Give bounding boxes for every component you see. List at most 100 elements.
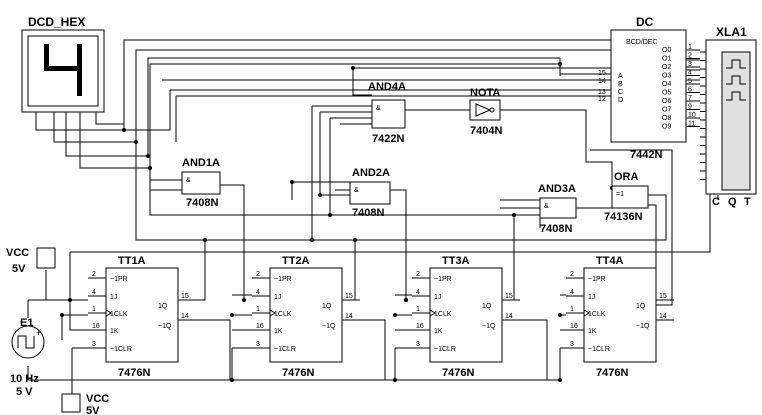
ff-pin-number: 16 [416, 323, 424, 330]
ff-pin-number: 3 [570, 341, 574, 348]
decoder-name: DC [636, 15, 654, 29]
ff-pin-label: 1CLK [110, 311, 128, 318]
and3a-type: 7408N [540, 223, 572, 235]
junctions [60, 62, 614, 382]
decoder-out-label: O4 [662, 81, 671, 88]
flipflop-name: TT1A [118, 255, 146, 267]
scope-term-q: Q [728, 196, 737, 208]
ff-pin-number: 1 [92, 306, 96, 313]
ff-pin-label: 1K [588, 328, 597, 335]
decoder-title: BCD/DEC [626, 39, 658, 46]
decoder-pin-d: 12 [598, 96, 606, 103]
decoder-out-label: O1 [662, 56, 671, 63]
flipflop-tt3a: TT3A2~1PR41J11CLK161K3~1CLR151Q14~1Q7476… [412, 255, 520, 379]
ff-pin-label: ~1PR [434, 276, 452, 283]
decoder-in-b: B [618, 81, 623, 88]
flipflop-tt1a: TT1A2~1PR41J11CLK161K3~1CLR151Q14~1Q7476… [88, 255, 196, 379]
ff-pin-label: 1J [434, 294, 441, 301]
ff-pin-label: ~1CLR [274, 346, 296, 353]
ff-pin-number: 14 [505, 313, 513, 320]
scope-term-c: C [712, 196, 720, 208]
and4a-type: 7422N [372, 133, 404, 145]
ff-pin-label: ~1Q [322, 323, 336, 330]
ff-pin-number: 3 [256, 341, 260, 348]
decoder-out-label: O5 [662, 90, 671, 97]
and3a-sym: & [544, 203, 549, 210]
ff-pin-number: 16 [256, 323, 264, 330]
hex-display: DCD_HEX 4 [21, 15, 105, 113]
flipflop-name: TT3A [442, 255, 470, 267]
ff-pin-label: ~1CLR [434, 346, 456, 353]
flipflops: TT1A 2 ~1PR 4 1J 1 1CLK 16 1K 3 ~1CLR 15 1Q 14 ~1Q 7476… [88, 255, 674, 379]
flipflop-tt2a: TT2A2~1PR41J11CLK161K3~1CLR151Q14~1Q7476… [252, 255, 360, 379]
source-freq: 10 Hz [10, 373, 39, 385]
decoder-in-a: A [618, 73, 623, 80]
decoder-out-label: O3 [662, 73, 671, 80]
and4a-sym: & [376, 105, 381, 112]
and2a-type: 7408N [352, 207, 384, 219]
ff-pin-label: 1J [274, 294, 281, 301]
ff-pin-label: 1Q [636, 303, 646, 310]
ff-pin-label: 1CLK [588, 311, 606, 318]
ff-pin-number: 15 [659, 293, 667, 300]
and1a-type: 7408N [186, 197, 218, 209]
source-name: E1 [20, 317, 33, 329]
ff-pin-number: 14 [659, 313, 667, 320]
decoder-out-pin: 9 [688, 104, 692, 111]
vcc-top-value: 5V [12, 263, 26, 275]
ff-pin-label: ~1Q [482, 323, 496, 330]
ff-pin-label: 1J [110, 294, 117, 301]
scope-term-t: T [744, 196, 751, 208]
vcc-top: VCC 5V [6, 247, 56, 275]
ff-pin-label: ~1PR [110, 276, 128, 283]
and3a-gate: AND3A & 7408N [538, 183, 577, 235]
decoder-in-d: D [618, 97, 623, 104]
nota-type: 7404N [470, 125, 502, 137]
ff-pin-number: 2 [416, 271, 420, 278]
and3a-name: AND3A [538, 183, 576, 195]
and2a-name: AND2A [352, 167, 390, 179]
ff-pin-number: 4 [416, 289, 420, 296]
decoder-out-label: O7 [662, 107, 671, 114]
decoder-out-label: O8 [662, 115, 671, 122]
display-name: DCD_HEX [28, 15, 85, 29]
flipflop-type: 7476N [442, 367, 474, 379]
ff-pin-label: 1Q [322, 303, 332, 310]
logic-analyzer: XLA1 C Q T [700, 25, 757, 208]
ff-pin-label: ~1CLR [110, 346, 132, 353]
vcc-top-name: VCC [6, 247, 29, 259]
vcc-bottom-value: 5V [86, 405, 100, 415]
and2a-gate: AND2A & 7408N [349, 167, 391, 219]
decoder-out-label: O0 [662, 47, 671, 54]
vcc-bottom: VCC 5V [61, 393, 109, 415]
ff-pin-number: 16 [570, 323, 578, 330]
decoder-pin-c: 13 [598, 89, 606, 96]
and1a-gate: AND1A & 7408N [181, 157, 221, 209]
ff-pin-number: 4 [92, 289, 96, 296]
ff-pin-number: 3 [416, 341, 420, 348]
ora-sym: =1 [616, 191, 624, 198]
ff-pin-label: 1K [274, 328, 283, 335]
decoder-out-label: O2 [662, 64, 671, 71]
decoder-out-pin: 4 [688, 70, 692, 77]
decoder-out-pin: 5 [688, 78, 692, 85]
flipflop-name: TT4A [596, 255, 624, 267]
ff-pin-label: 1K [434, 328, 443, 335]
flipflop-type: 7476N [282, 367, 314, 379]
ora-gate: ORA =1 74136N [604, 171, 649, 223]
source-plus: + [36, 328, 41, 338]
flipflop-type: 7476N [596, 367, 628, 379]
ff-pin-number: 14 [181, 313, 189, 320]
flipflop-name: TT2A [282, 255, 310, 267]
decoder-out-pin: 1 [688, 44, 692, 51]
ff-pin-label: ~1CLR [588, 346, 610, 353]
ff-pin-label: ~1PR [588, 276, 606, 283]
decoder-out-pin: 7 [688, 95, 692, 102]
ff-pin-label: ~1Q [636, 323, 650, 330]
decoder-out-label: O9 [662, 124, 671, 131]
ff-pin-label: 1CLK [434, 311, 452, 318]
ff-pin-label: 1Q [158, 303, 168, 310]
and2a-sym: & [354, 187, 359, 194]
